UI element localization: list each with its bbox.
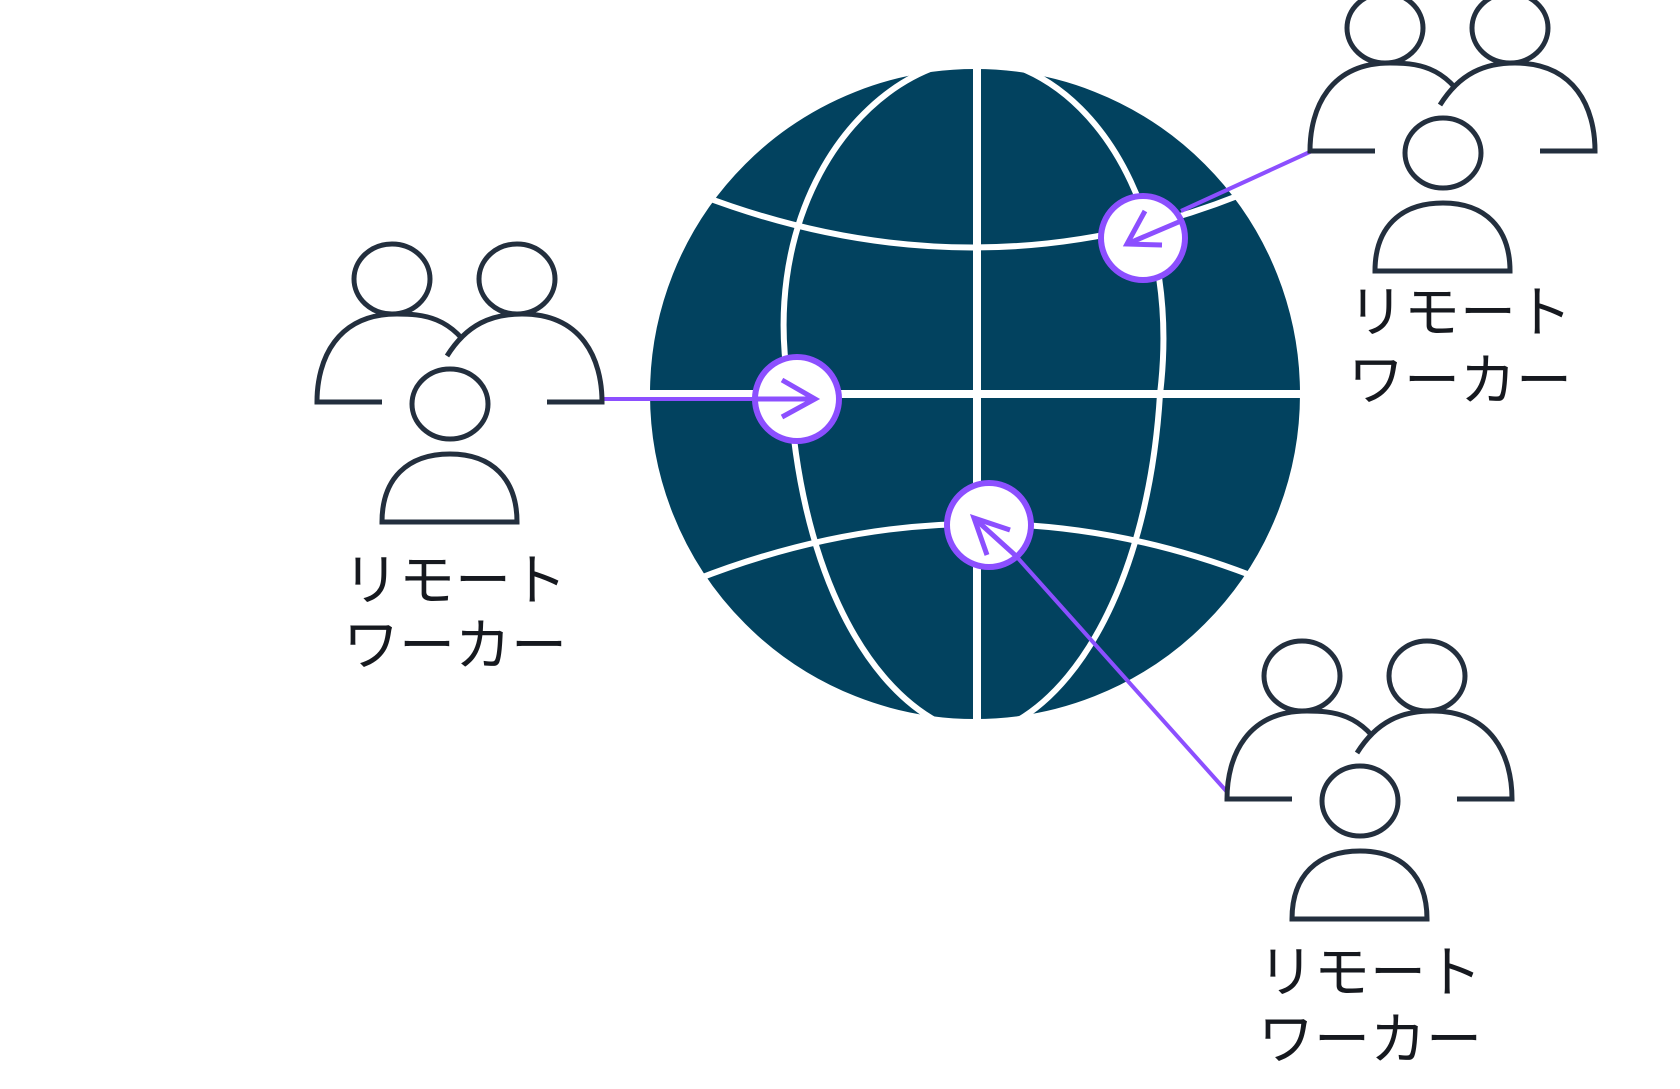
user-group-icon xyxy=(317,244,602,522)
user-group-icon xyxy=(1310,0,1595,271)
arrow-circle-icon xyxy=(944,480,1034,570)
arrow-circle-icon xyxy=(1098,193,1188,283)
connector-top-right xyxy=(1180,143,1326,213)
user-group-bottom-right: リモート ワーカー xyxy=(1227,641,1512,1073)
group-label-line1: リモート xyxy=(1258,941,1482,1006)
connectors xyxy=(583,143,1326,795)
user-group-left: リモート ワーカー xyxy=(317,244,602,679)
group-label-line2: ワーカー xyxy=(1348,349,1572,414)
group-label-line1: リモート xyxy=(1348,281,1572,346)
arrow-circle-icon xyxy=(752,354,842,444)
connector-bottom-right xyxy=(1014,554,1230,795)
group-label-line1: リモート xyxy=(343,549,567,614)
user-group-top-right: リモート ワーカー xyxy=(1310,0,1595,414)
group-label-line2: ワーカー xyxy=(1258,1008,1482,1073)
globe-icon xyxy=(640,59,1310,729)
group-label-line2: ワーカー xyxy=(343,614,567,679)
user-group-icon xyxy=(1227,641,1512,919)
